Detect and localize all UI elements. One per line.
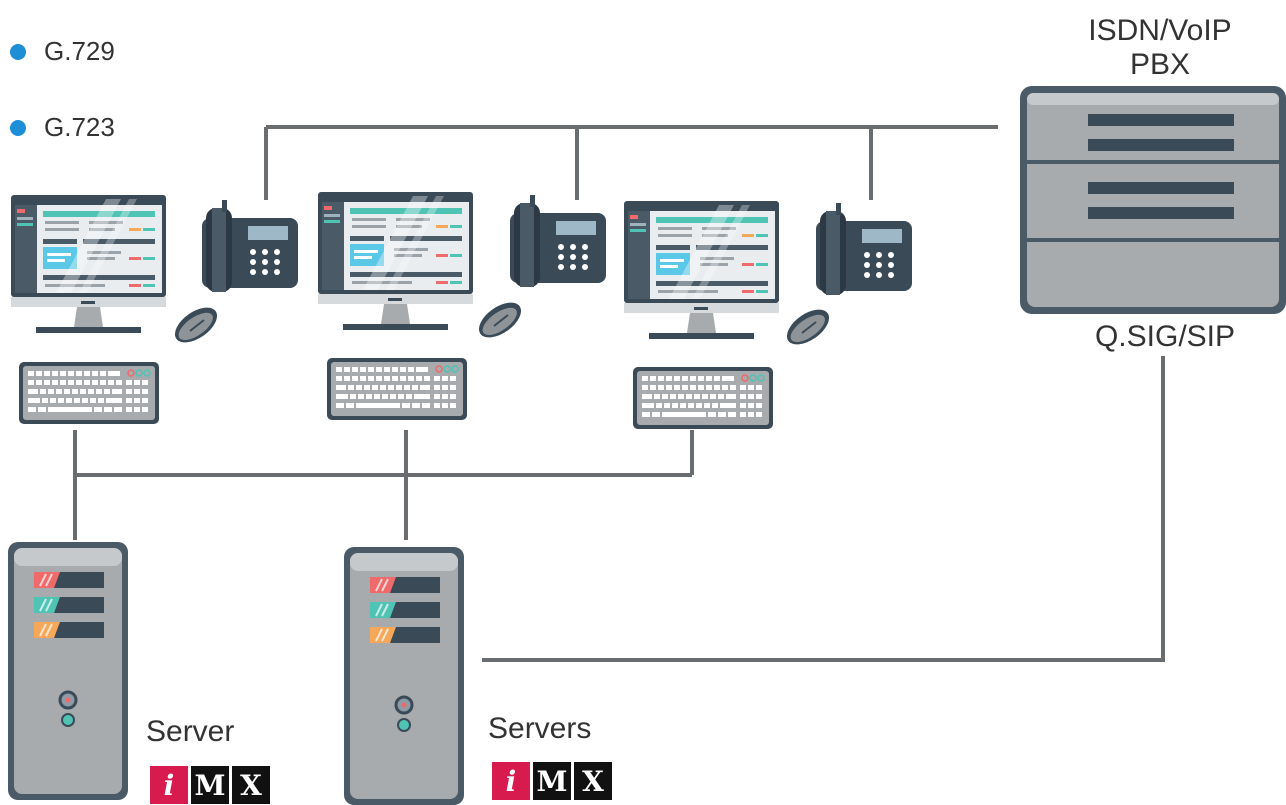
server-tower-1 [6, 540, 130, 802]
imx-logo: i M X [492, 762, 615, 800]
mouse-3 [779, 301, 837, 353]
pbx-title-line2: PBX [1129, 48, 1191, 81]
imx-logo-x: X [574, 762, 612, 800]
keyboard-1 [18, 361, 160, 425]
server-tower-2 [342, 545, 466, 805]
pbx-title-line1: ISDN/VoIP [1088, 14, 1232, 47]
imx-logo-i: i [150, 766, 188, 804]
monitor-3 [624, 201, 779, 339]
legend-label: G.723 [44, 112, 115, 142]
imx-logo-m: M [533, 762, 571, 800]
mouse-1 [167, 299, 225, 351]
pbx-unit [1020, 86, 1286, 314]
keyboard-3 [632, 366, 774, 430]
monitor-2 [318, 192, 473, 330]
servers-label: Servers [488, 712, 592, 745]
imx-logo-x: X [232, 766, 270, 804]
desk-phone-1 [202, 200, 298, 292]
keyboard-2 [326, 357, 468, 421]
imx-logo-m: M [191, 766, 229, 804]
server-to-pbx-line [482, 356, 1165, 662]
legend-label: G.729 [44, 36, 115, 66]
legend-dot [10, 119, 26, 136]
desk-phone-3 [816, 203, 912, 295]
imx-logo-i: i [492, 762, 530, 800]
connection-lines [73, 125, 1165, 662]
legend-item-g723: G.723 [10, 112, 115, 143]
legend-dot [10, 43, 26, 60]
imx-logo: i M X [150, 766, 273, 804]
desk-phone-2 [510, 195, 606, 287]
pbx-title: ISDN/VoIP PBX [1070, 14, 1250, 82]
mouse-2 [471, 294, 529, 346]
pbx-protocol-label: Q.SIG/SIP [1094, 320, 1236, 353]
monitor-1 [11, 195, 166, 333]
legend-item-g729: G.729 [10, 36, 115, 67]
server-label: Server [146, 715, 235, 748]
